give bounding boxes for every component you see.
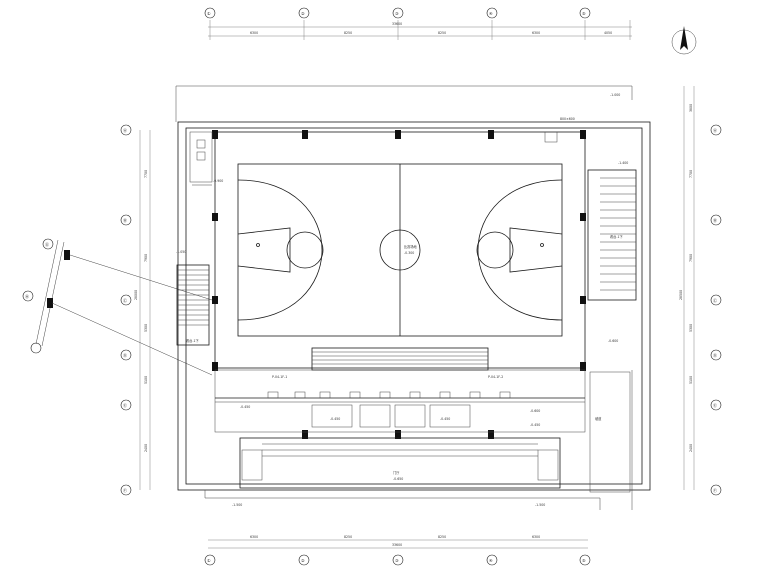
bottom-axis-label-3: ③ [395,558,399,563]
center-circle [379,229,421,271]
right-dim-3: 7900 [689,254,693,262]
basketball-court: 比赛场地 -0.300 [214,131,586,369]
right-dim-5: 5100 [689,376,693,384]
left-dim-3: 5300 [144,324,148,332]
bottom-dim-3: 8250 [438,535,446,539]
structural-columns [212,130,586,439]
left-axis-label-6: Ⓕ [123,487,127,493]
top-dim-1: 6300 [250,31,258,35]
right-axis-label-3: Ⓒ [713,297,717,303]
left-three-point-arc [237,179,323,321]
left-axis-label-3: Ⓒ [123,297,127,303]
level-label-2: -1.050 [176,250,186,254]
level-label-5: -1.500 [535,503,545,507]
note-top-right: 800×600 [560,117,575,121]
right-dim-2: 7700 [689,170,693,178]
level-label-11: -0.450 [530,423,540,427]
bottom-dim-1: 6300 [250,535,258,539]
right-total-dim: 28500 [679,290,683,300]
pipe-label-1: P-04-1F-1 [272,375,287,379]
top-axis-bubble-4 [486,7,498,19]
bottom-axis-label-4: ④ [489,558,493,563]
right-bleacher: 看台-1下 -1.400 800×600 -1.000 -0.600 [544,93,637,343]
right-axis-label-5: Ⓔ [713,402,717,408]
top-axis-group: ① ② ③ ④ ⑤ 33600 6300 8250 8250 6300 4050 [204,7,632,40]
right-axis-label-6: Ⓕ [713,487,717,493]
left-top-room: -0.900 [189,131,223,186]
north-arrow-icon [671,26,697,55]
left-dim-4: 5100 [144,376,148,384]
diag-axis-label-1: Ⓖ [45,241,49,247]
bottom-dim-2: 8250 [344,535,352,539]
top-total-dim: 33600 [392,22,402,26]
left-dim-2: 7900 [144,254,148,262]
level-label-7: -0.450 [240,405,250,409]
level-label-10: -0.600 [530,409,540,413]
diag-axis-label-2: Ⓗ [25,293,29,299]
pipe-label-2: P-04-1F-2 [488,375,503,379]
left-total-dim: 28000 [134,290,138,300]
right-axis-label-1: Ⓐ [713,127,717,133]
right-stair-label: 看台-1下 [610,234,624,239]
left-axis-group: Ⓐ Ⓑ Ⓒ Ⓓ Ⓔ Ⓕ 28000 7700 7900 5300 5100 24… [120,124,151,496]
left-dim-5: 2400 [144,444,148,452]
inner-wall [185,127,643,485]
top-axis-label-2: ② [301,11,305,16]
side-ramp-label: 坡道 [595,416,602,421]
right-axis-group: Ⓐ Ⓑ Ⓒ Ⓓ Ⓔ Ⓕ 28500 3800 7700 7900 5300 51… [679,86,722,496]
bottom-axis-label-2: ② [301,558,305,563]
lower-service-zone: P-04-1F-1 P-04-1F-2 -0.450 -0.450 -0.450… [214,347,586,433]
bottom-axis-label-5: ⑤ [582,558,586,563]
level-label-8: -0.450 [330,417,340,421]
bottom-axis-label-1: ① [207,558,211,563]
bottom-dim-4: 6300 [532,535,540,539]
top-axis-label-4: ④ [489,11,493,16]
level-label-9: -0.450 [440,417,450,421]
right-dim-4: 5300 [689,324,693,332]
building-outline [175,85,651,510]
left-axis-label-1: Ⓐ [123,127,127,133]
bottom-axis-group: 6300 8250 8250 6300 33600 ① ② ③ ④ ⑤ [204,535,591,566]
level-label-6: -0.600 [608,339,618,343]
level-label-1: -1.400 [618,161,628,165]
top-dim-2: 8250 [344,31,352,35]
top-axis-bubble-5 [579,7,591,19]
top-dim-4: 6300 [532,31,540,35]
bottom-hall-level: -0.650 [393,477,403,481]
left-bleacher: 看台-1下 -1.050 [176,250,210,346]
top-axis-bubble-3 [392,7,404,19]
right-three-point-arc [477,179,563,321]
bottom-hall-label: 门厅 [393,470,400,475]
diagonal-axis-group: Ⓖ Ⓗ [22,238,213,376]
court-label: 比赛场地 [404,244,418,249]
top-axis-label-1: ① [207,11,211,16]
top-axis-label-5: ⑤ [582,11,586,16]
left-axis-label-5: Ⓔ [123,402,127,408]
right-dim-6: 2400 [689,444,693,452]
top-axis-label-3: ③ [395,11,399,16]
left-axis-label-2: Ⓑ [123,217,127,223]
level-label-3: -0.900 [213,179,223,183]
top-dim-5: 4050 [604,31,612,35]
right-axis-label-2: Ⓑ [713,217,717,223]
top-axis-bubble-2 [298,7,310,19]
level-label-4: -1.500 [232,503,242,507]
outer-wall [177,121,651,491]
left-dim-1: 7700 [144,170,148,178]
top-dim-3: 8250 [438,31,446,35]
entrance-steps: 门厅 -0.650 -1.500 -1.500 坡道 [232,416,602,507]
left-axis-label-4: Ⓓ [123,352,127,358]
bottom-total-dim: 33600 [392,543,402,547]
top-right-level: -1.000 [610,93,620,97]
right-dim-1: 3800 [689,104,693,112]
top-axis-bubble-1 [204,7,216,19]
right-axis-label-4: Ⓓ [713,352,717,358]
left-stair-label: 看台-1下 [186,338,200,343]
court-level: -0.300 [404,251,414,255]
